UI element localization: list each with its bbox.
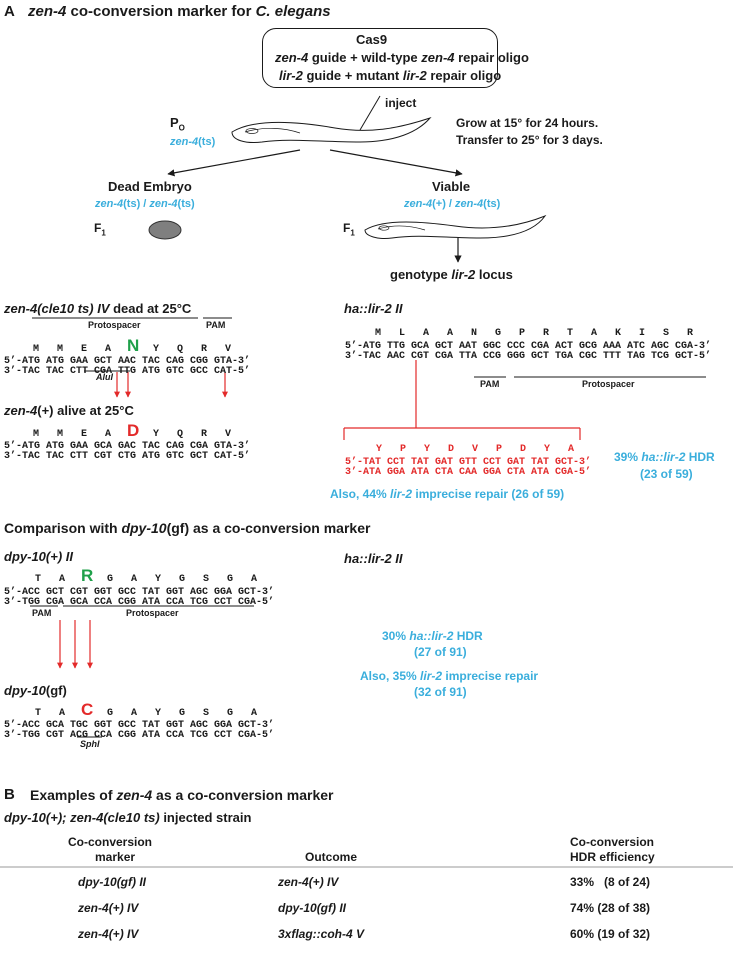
row1-outcome: zen-4(+) IV	[278, 875, 339, 889]
dead-embryo-shape	[148, 220, 182, 240]
insertion-bracket	[343, 360, 581, 440]
comparison-imprecise-count: (32 of 91)	[414, 685, 467, 699]
dpy10-gf-heading: dpy-10(gf)	[4, 683, 67, 698]
f1-label-viable: F1	[343, 221, 355, 238]
cas9-box	[262, 28, 498, 88]
zen4-protospacer-label: Protospacer	[88, 320, 141, 330]
sphi-label: SphI	[80, 739, 100, 749]
alui-label: AluI	[96, 372, 113, 382]
insert-seq-bottom: 3’-ATA GGA ATA CTA CAA GGA CTA ATA CGA-5…	[345, 467, 592, 478]
cas9-line-lir2: lir-2 guide + mutant lir-2 repair oligo	[279, 68, 502, 83]
arrow-dead	[167, 149, 301, 177]
inject-label: inject	[385, 96, 417, 110]
cas9-label: Cas9	[356, 32, 388, 47]
comparison-lir2-heading: ha::lir-2 II	[344, 551, 403, 566]
lir2-protospacer-label: Protospacer	[582, 379, 635, 389]
col-header-marker-2: marker	[95, 850, 136, 864]
comparison-hdr-count: (27 of 91)	[414, 645, 467, 659]
panel-b-title: Examples of zen-4 as a co-conversion mar…	[30, 787, 334, 803]
lir2-pam-label: PAM	[480, 379, 500, 389]
dpy10-gf-seq-bottom: 3’-TGG CGT ACG CCA CGG ATA CCA TCG CCT C…	[4, 730, 275, 741]
f1-label-dead: F1	[94, 221, 106, 238]
injected-strain-label: dpy-10(+); zen-4(cle10 ts) injected stra…	[4, 810, 252, 825]
comparison-hdr-result: 30% ha::lir-2 HDR	[382, 629, 483, 643]
comparison-imprecise-result: Also, 35% lir-2 imprecise repair	[360, 669, 539, 683]
zen4-seq-top: 5’-ATG ATG GAA GCT AAC TAC CAG CGG GTA-3…	[4, 356, 251, 367]
viable-label: Viable	[432, 179, 471, 194]
comparison-heading: Comparison with dpy-10(gf) as a co-conve…	[4, 520, 371, 536]
row2-outcome: dpy-10(gf) II	[278, 901, 347, 915]
insert-seq-top: 5’-TAT CCT TAT GAT GTT CCT GAT TAT GCT-3…	[345, 457, 592, 468]
col-header-efficiency-2: HDR efficiency	[570, 850, 655, 864]
cas9-line-zen4: zen-4 guide + wild-type zen-4 repair oli…	[275, 50, 529, 65]
p0-label: PO	[170, 115, 185, 133]
dpy10-plus-heading: dpy-10(+) II	[4, 549, 73, 564]
dpy10-pam-label: PAM	[32, 608, 52, 618]
inject-line	[359, 95, 381, 131]
panel-b-letter: B	[4, 786, 15, 803]
panel-a-title: zen-4 co-conversion marker for C. elegan…	[28, 3, 331, 20]
zen4-heading: zen-4(cle10 ts) IV dead at 25°C	[4, 301, 192, 316]
grow-line2: Transfer to 25° for 3 days.	[456, 133, 603, 147]
row3-efficiency: 60% (19 of 32)	[570, 927, 651, 941]
f1-worm-illustration	[364, 214, 547, 239]
arrow-viable	[329, 149, 463, 177]
dpy10-seq-top: 5’-ACC GCT CGT GGT GCC TAT GGT AGC GGA G…	[4, 587, 275, 598]
lir2-heading: ha::lir-2 II	[344, 301, 403, 316]
lir2-seq-bottom: 3’-TAC AAC CGT CGA TTA CCG GGG GCT TGA C…	[345, 351, 712, 362]
zen4-alive-seq-bottom: 3’-TAC TAC CTT CGT CTG ATG GTC GCT CAT-5…	[4, 451, 251, 462]
dpy10-seq-bottom: 3’-TGG CGA GCA CCA CGG ATA CCA TCG CCT C…	[4, 597, 275, 608]
lir2-imprecise-result: Also, 44% lir-2 imprecise repair (26 of …	[330, 487, 565, 501]
dead-genotype: zen-4(ts) / zen-4(ts)	[95, 198, 195, 210]
col-header-efficiency-1: Co-conversion	[570, 835, 655, 849]
zen4-seq-bottom: 3’-TAC TAC CTT CGA TTG ATG GTC GCC CAT-5…	[4, 366, 251, 377]
row1-marker: dpy-10(gf) II	[78, 875, 147, 889]
viable-genotype: zen-4(+) / zen-4(ts)	[404, 198, 501, 210]
row3-outcome: 3xflag::coh-4 V	[278, 927, 365, 941]
dead-embryo-label: Dead Embryo	[108, 179, 192, 194]
p0-genotype: zen-4(ts)	[170, 136, 216, 148]
panel-a-letter: A	[4, 3, 15, 20]
dpy10-protospacer-label: Protospacer	[126, 608, 179, 618]
dpy10-gf-seq-top: 5’-ACC GCA TGC GGT GCC TAT GGT AGC GGA G…	[4, 720, 275, 731]
row1-efficiency: 33% (8 of 24)	[570, 875, 651, 889]
zen4-alive-heading: zen-4(+) alive at 25°C	[4, 403, 134, 418]
zen4-alive-seq-top: 5’-ATG ATG GAA GCA GAC TAC CAG CGA GTA-3…	[4, 441, 251, 452]
col-header-outcome: Outcome	[305, 850, 358, 864]
lir2-hdr-count: (23 of 59)	[640, 467, 693, 481]
row2-efficiency: 74% (28 of 38)	[570, 901, 651, 915]
grow-line1: Grow at 15° for 24 hours.	[456, 116, 599, 130]
col-header-marker-1: Co-conversion	[68, 835, 153, 849]
row3-marker: zen-4(+) IV	[78, 927, 139, 941]
p0-worm-illustration	[231, 116, 432, 143]
zen4-pam-label: PAM	[206, 320, 226, 330]
row2-marker: zen-4(+) IV	[78, 901, 139, 915]
lir2-hdr-result: 39% ha::lir-2 HDR	[614, 450, 715, 464]
genotype-locus-label: genotype lir-2 locus	[390, 267, 513, 282]
lir2-seq-top: 5’-ATG TTG GCA GCT AAT GGC CCC CGA ACT G…	[345, 341, 712, 352]
